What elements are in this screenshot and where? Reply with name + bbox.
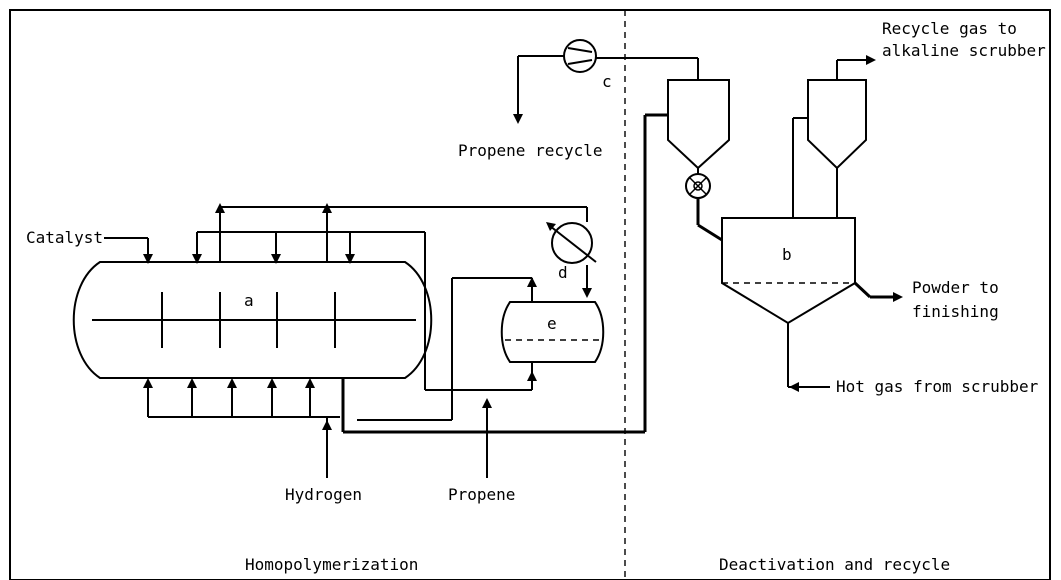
rotary-valve (685, 173, 723, 242)
recycle-gas-cyclone (792, 55, 876, 218)
deactivation-vessel-b (721, 217, 856, 392)
label-c: c (602, 72, 612, 91)
condenser-d (546, 222, 597, 264)
label-d: d (558, 263, 568, 282)
hydrogen-label: Hydrogen (285, 485, 362, 504)
section-title-homopolymerization: Homopolymerization (245, 555, 418, 574)
catalyst-label: Catalyst (26, 228, 103, 247)
powder-label-line2: finishing (912, 302, 999, 321)
recycle-gas-label-line1: Recycle gas to (882, 19, 1017, 38)
label-e: e (547, 314, 557, 333)
powder-outlet-line (853, 281, 903, 302)
cyclone-separator (667, 58, 730, 174)
hot-gas-label: Hot gas from scrubber (836, 377, 1039, 396)
recycle-liquid-lines (192, 231, 537, 391)
reactor-a (72, 261, 433, 379)
reactor-offgas-lines (215, 203, 592, 298)
propene-feed-line (357, 398, 492, 478)
recycle-gas-label-line2: alkaline scrubber (882, 41, 1046, 60)
polymer-transfer-line (341, 113, 670, 434)
label-b: b (782, 245, 792, 264)
bottom-feed-manifold (143, 378, 340, 478)
powder-label-line1: Powder to (912, 278, 999, 297)
section-title-deactivation: Deactivation and recycle (719, 555, 950, 574)
catalyst-feed-line (104, 237, 153, 264)
compressor-c (513, 39, 698, 124)
separator-e (451, 277, 605, 420)
label-a: a (244, 291, 254, 310)
frame-border (9, 9, 1051, 580)
propene-label: Propene (448, 485, 515, 504)
propene-recycle-label: Propene recycle (458, 141, 603, 160)
